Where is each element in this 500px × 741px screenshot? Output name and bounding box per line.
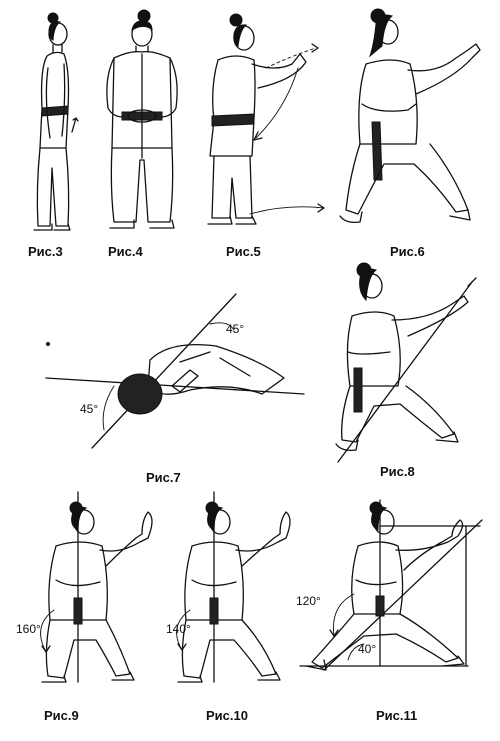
figure-9-caption: Рис.9 xyxy=(44,708,79,723)
figure-7-drawing xyxy=(40,290,310,490)
figure-8: Рис.8 xyxy=(328,256,500,486)
figure-10: 140° Рис.10 xyxy=(162,490,312,730)
figure-3-caption: Рис.3 xyxy=(28,244,63,259)
figure-10-angle: 140° xyxy=(166,622,191,636)
figure-3-drawing xyxy=(20,8,90,238)
figure-9-drawing xyxy=(16,490,160,730)
figure-11-caption: Рис.11 xyxy=(376,708,418,723)
figure-8-caption: Рис.8 xyxy=(380,464,415,479)
figure-11-drawing xyxy=(292,490,500,730)
figure-9-angle: 160° xyxy=(16,622,41,636)
figure-5-caption: Рис.5 xyxy=(226,244,261,259)
figure-7: 45° 45° Рис.7 xyxy=(40,290,310,490)
figure-10-caption: Рис.10 xyxy=(206,708,248,723)
figure-4-drawing xyxy=(92,8,192,238)
figure-11-angle-40: 40° xyxy=(358,642,377,656)
figure-3: Рис.3 xyxy=(20,8,90,259)
figure-6-caption: Рис.6 xyxy=(390,244,425,259)
figure-11-angle-120: 120° xyxy=(296,594,321,608)
figure-5-drawing xyxy=(196,8,336,238)
figure-5: Рис.5 xyxy=(196,8,336,259)
figure-10-drawing xyxy=(162,490,312,730)
figure-4: Рис.4 xyxy=(92,8,192,259)
figure-11: 120° 40° Рис.11 xyxy=(292,490,500,730)
figure-6-drawing xyxy=(336,4,500,240)
figure-6: Рис.6 xyxy=(336,4,500,259)
figure-7-caption: Рис.7 xyxy=(146,470,181,485)
figure-9: 160° Рис.9 xyxy=(16,490,160,730)
figure-8-drawing xyxy=(328,256,500,486)
figure-4-caption: Рис.4 xyxy=(108,244,143,259)
figure-7-angle-lower: 45° xyxy=(80,402,99,416)
figure-7-angle-upper: 45° xyxy=(226,322,245,336)
